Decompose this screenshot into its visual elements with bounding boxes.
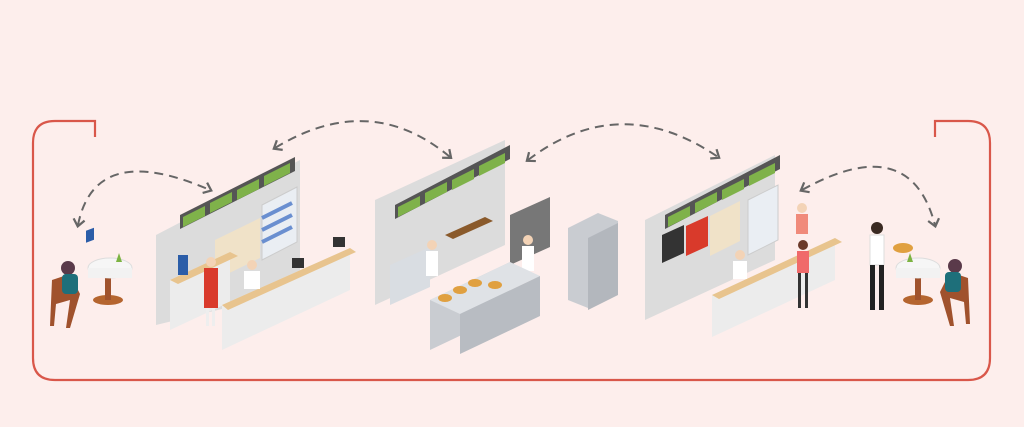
flow-arrows — [72, 120, 941, 229]
pickup-counter — [645, 155, 842, 337]
arrow-kitchen-to-pickup — [525, 123, 721, 163]
diner-right — [869, 222, 970, 326]
frame-bracket — [31, 119, 992, 382]
arrow-pickup-to-table — [799, 165, 941, 229]
diner-left — [50, 227, 133, 328]
order-counter — [156, 157, 356, 350]
arrow-counter-to-kitchen — [272, 120, 453, 160]
kitchen — [375, 140, 618, 354]
arrow-table-to-counter — [72, 170, 213, 229]
